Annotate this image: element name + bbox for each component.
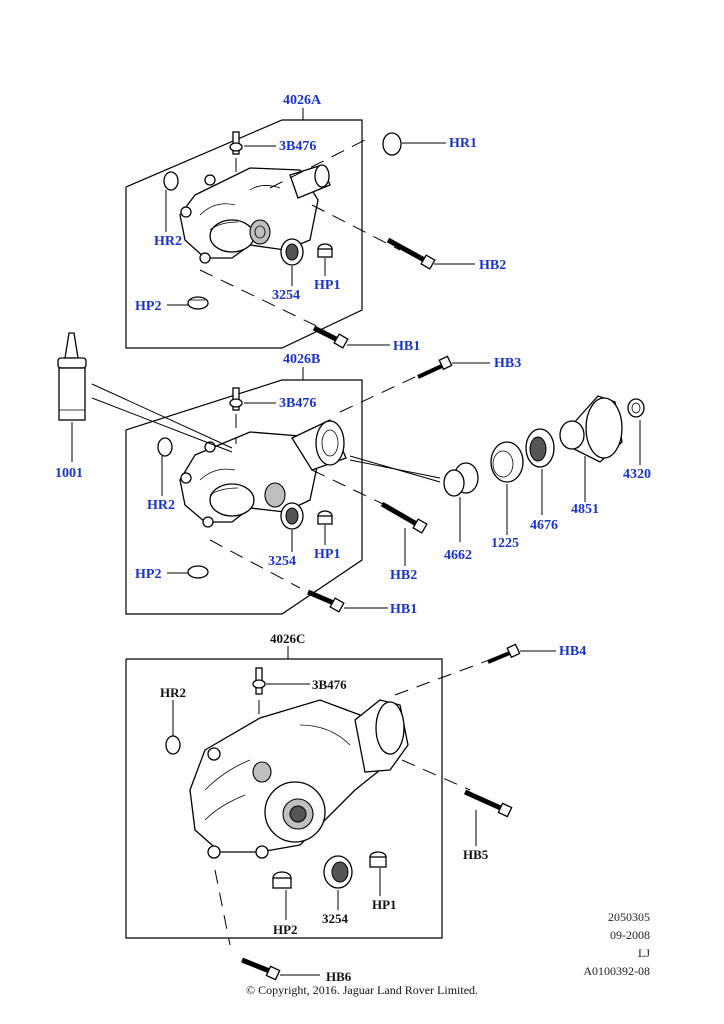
label-hb5: HB5 — [463, 847, 489, 862]
label-3b476-c: 3B476 — [312, 677, 347, 692]
bolt-hb5[interactable] — [463, 789, 513, 846]
flange-stack[interactable] — [349, 455, 441, 483]
bearing-4662[interactable] — [443, 462, 479, 542]
ring-hr2-c[interactable] — [165, 700, 181, 755]
label-hr1[interactable]: HR1 — [449, 136, 477, 151]
bolt-hb4[interactable] — [487, 643, 556, 664]
label-4320[interactable]: 4320 — [623, 467, 651, 482]
label-hp2-a[interactable]: HP2 — [135, 299, 162, 314]
group-frame-4026a — [125, 108, 363, 349]
label-3254-a[interactable]: 3254 — [272, 288, 300, 303]
label-3254-b[interactable]: 3254 — [268, 554, 296, 569]
plug-hp2-a[interactable] — [167, 296, 209, 310]
label-hr2-c: HR2 — [160, 685, 186, 700]
label-hp1-b[interactable]: HP1 — [314, 547, 341, 562]
label-hr2-b[interactable]: HR2 — [147, 498, 175, 513]
bolt-3b476-a[interactable] — [229, 131, 276, 180]
group-frame-4026b — [125, 367, 363, 615]
nut-4320[interactable] — [627, 398, 645, 465]
bolt-hb1-a[interactable] — [312, 325, 390, 349]
ring-hr2-b[interactable] — [157, 437, 173, 496]
label-hb6: HB6 — [326, 969, 352, 984]
label-hp1-c: HP1 — [372, 897, 397, 912]
label-hb2-mid[interactable]: HB2 — [390, 568, 418, 583]
meta-ref: A0100392-08 — [583, 964, 650, 978]
differential-housing-b[interactable] — [179, 369, 431, 589]
label-hp2-b[interactable]: HP2 — [135, 567, 162, 582]
bolt-hb2-top[interactable] — [386, 237, 475, 270]
label-3b476-b[interactable]: 3B476 — [279, 396, 317, 411]
label-hb2-top[interactable]: HB2 — [479, 258, 507, 273]
copyright-notice: © Copyright, 2016. Jaguar Land Rover Lim… — [245, 983, 479, 997]
label-hb1-a[interactable]: HB1 — [393, 339, 421, 354]
bolt-hb6[interactable] — [241, 957, 320, 981]
ring-hr1[interactable] — [382, 132, 446, 156]
label-1225[interactable]: 1225 — [491, 536, 519, 551]
bolt-hb3[interactable] — [417, 355, 490, 379]
label-4676[interactable]: 4676 — [530, 518, 558, 533]
meta-initials: LJ — [638, 946, 650, 960]
label-4662[interactable]: 4662 — [444, 548, 472, 563]
group-frame-4026c — [125, 646, 443, 939]
meta-date: 09-2008 — [610, 928, 650, 942]
label-hb1-b[interactable]: HB1 — [390, 602, 418, 617]
label-hr2-a[interactable]: HR2 — [154, 234, 182, 249]
differential-housing-c[interactable] — [189, 655, 501, 946]
label-3b476-a[interactable]: 3B476 — [279, 139, 317, 154]
bolt-3b476-b[interactable] — [229, 387, 276, 444]
plug-hp1-c[interactable] — [369, 851, 387, 896]
seal-3254-c[interactable] — [323, 855, 353, 910]
label-4026c: 4026C — [270, 631, 306, 646]
plug-hp1-a[interactable] — [317, 243, 333, 276]
plug-hp2-c[interactable] — [272, 871, 292, 920]
seal-3254-a[interactable] — [280, 238, 304, 286]
differential-housing-a[interactable] — [179, 139, 401, 331]
label-hp2-c: HP2 — [273, 922, 298, 937]
label-4026b[interactable]: 4026B — [283, 352, 321, 367]
bearing-1225[interactable] — [490, 441, 524, 535]
label-4026a[interactable]: 4026A — [283, 93, 322, 108]
bolt-hb1-b[interactable] — [307, 589, 388, 613]
plug-hp1-b[interactable] — [317, 510, 333, 545]
flange-4851[interactable] — [559, 395, 623, 502]
label-hp1-a[interactable]: HP1 — [314, 278, 341, 293]
label-4851[interactable]: 4851 — [571, 502, 599, 517]
seal-3254-b[interactable] — [280, 502, 304, 552]
bolt-hb2-mid[interactable] — [380, 501, 428, 566]
label-3254-c: 3254 — [322, 911, 348, 926]
meta-code: 2050305 — [608, 910, 650, 924]
label-hb3[interactable]: HB3 — [494, 356, 522, 371]
sealant-tube-1001[interactable] — [57, 332, 233, 462]
bolt-3b476-c[interactable] — [252, 667, 310, 720]
ring-hr2-a[interactable] — [163, 171, 179, 232]
seal-4676[interactable] — [525, 428, 555, 515]
label-hb4[interactable]: HB4 — [559, 644, 587, 659]
label-1001[interactable]: 1001 — [55, 466, 83, 481]
plug-hp2-b[interactable] — [167, 565, 209, 579]
